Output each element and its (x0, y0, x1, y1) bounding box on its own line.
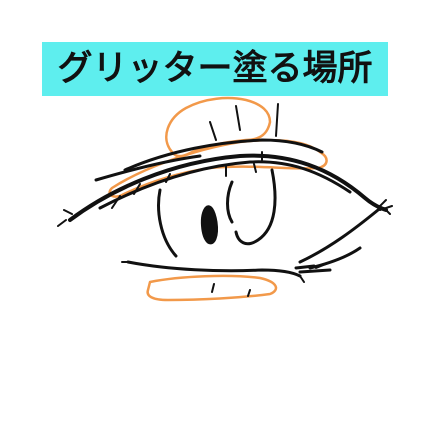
crease-line (123, 138, 324, 172)
lower-lid-line (126, 260, 302, 278)
pupil (200, 205, 218, 245)
upper-lid-line-2 (98, 160, 352, 210)
title-banner: グリッター塗る場所 (42, 42, 388, 96)
iris-left (157, 188, 178, 258)
glitter-area-lower-lid (146, 274, 278, 302)
glitter-area-brow-bone (165, 96, 272, 158)
upper-lid-line (68, 153, 388, 222)
iris-right (234, 168, 277, 246)
upper-lid-line-3 (94, 154, 202, 182)
eye-outline (57, 103, 393, 297)
lower-lid-tick (294, 264, 332, 274)
title-text: グリッター塗る場所 (57, 48, 373, 89)
iris-inner (226, 180, 234, 224)
lashes (57, 103, 393, 297)
outer-corner-lines (298, 208, 380, 270)
